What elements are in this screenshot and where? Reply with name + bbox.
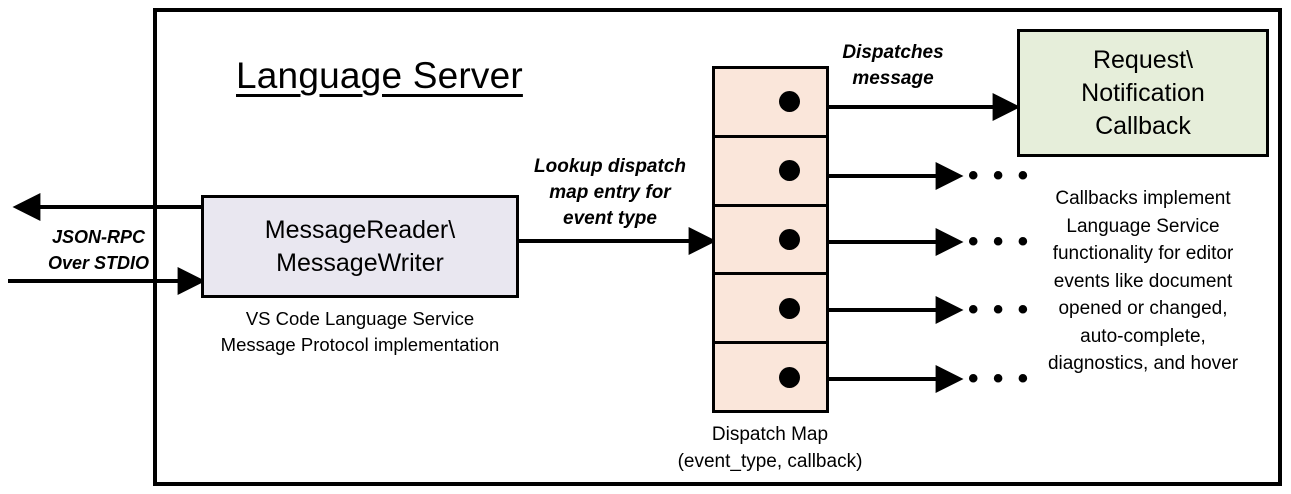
language-server-frame [153, 8, 1282, 486]
message-reader-writer-box[interactable]: MessageReader\ MessageWriter [201, 195, 519, 298]
dispatch-map-row[interactable] [715, 69, 826, 138]
callback-description: Callbacks implement Language Service fun… [1010, 185, 1276, 378]
callback-caption-line7: diagnostics, and hover [1047, 353, 1239, 374]
reader-caption-line2: Message Protocol implementation [220, 334, 500, 355]
dispatch-map-row[interactable] [715, 138, 826, 207]
dispatch-map-caption: Dispatch Map (event_type, callback) [645, 421, 895, 475]
callback-caption-line4: events like document [1053, 270, 1233, 292]
request-notification-callback-box[interactable]: Request\ Notification Callback [1017, 29, 1269, 157]
reader-caption-line1: VS Code Language Service [245, 308, 475, 329]
callback-caption-line2: Language Service [1066, 215, 1220, 237]
callback-box-line1: Request\ [1092, 45, 1194, 74]
page-title: Language Server [236, 55, 523, 96]
json-rpc-label: JSON-RPC Over STDIO [36, 224, 161, 276]
lookup-dispatch-label: Lookup dispatch map entry for event type [521, 154, 699, 232]
json-rpc-label-line1: JSON-RPC [51, 227, 145, 247]
callback-box-line2: Notification [1081, 78, 1205, 107]
callback-box-line3: Callback [1095, 111, 1191, 140]
dispatch-map-row[interactable] [715, 344, 826, 410]
lookup-label-line2: map entry for [549, 182, 671, 203]
dispatch-caption-line1: Dispatch Map [711, 424, 829, 445]
dispatch-map-table[interactable] [712, 66, 829, 413]
callback-caption-line6: auto-complete, [1080, 325, 1206, 347]
dispatch-caption-line2: (event_type, callback) [677, 451, 863, 472]
continuation-ellipsis: • • • [968, 159, 1032, 192]
callback-dot-icon [779, 366, 800, 388]
callback-dot-icon [779, 297, 800, 319]
callback-dot-icon [779, 228, 800, 250]
json-rpc-label-line2: Over STDIO [47, 253, 150, 273]
callback-caption-line1: Callbacks implement [1055, 188, 1231, 209]
callback-caption-line5: opened or changed, [1058, 298, 1228, 319]
dispatch-map-row[interactable] [715, 275, 826, 345]
callback-caption-line3: functionality for editor [1052, 243, 1234, 264]
reader-box-line1: MessageReader\ [264, 215, 456, 244]
reader-box-line2: MessageWriter [276, 248, 444, 277]
dispatches-label-line1: Dispatches [842, 42, 944, 63]
lookup-label-line1: Lookup dispatch [534, 156, 686, 177]
callback-dot-icon [779, 160, 800, 182]
callback-dot-icon [779, 91, 800, 113]
lookup-label-line3: event type [563, 208, 657, 229]
message-reader-writer-caption: VS Code Language Service Message Protoco… [201, 306, 519, 358]
dispatch-map-row[interactable] [715, 207, 826, 276]
dispatches-label-line2: message [852, 68, 934, 89]
dispatches-message-label: Dispatches message [833, 40, 953, 92]
